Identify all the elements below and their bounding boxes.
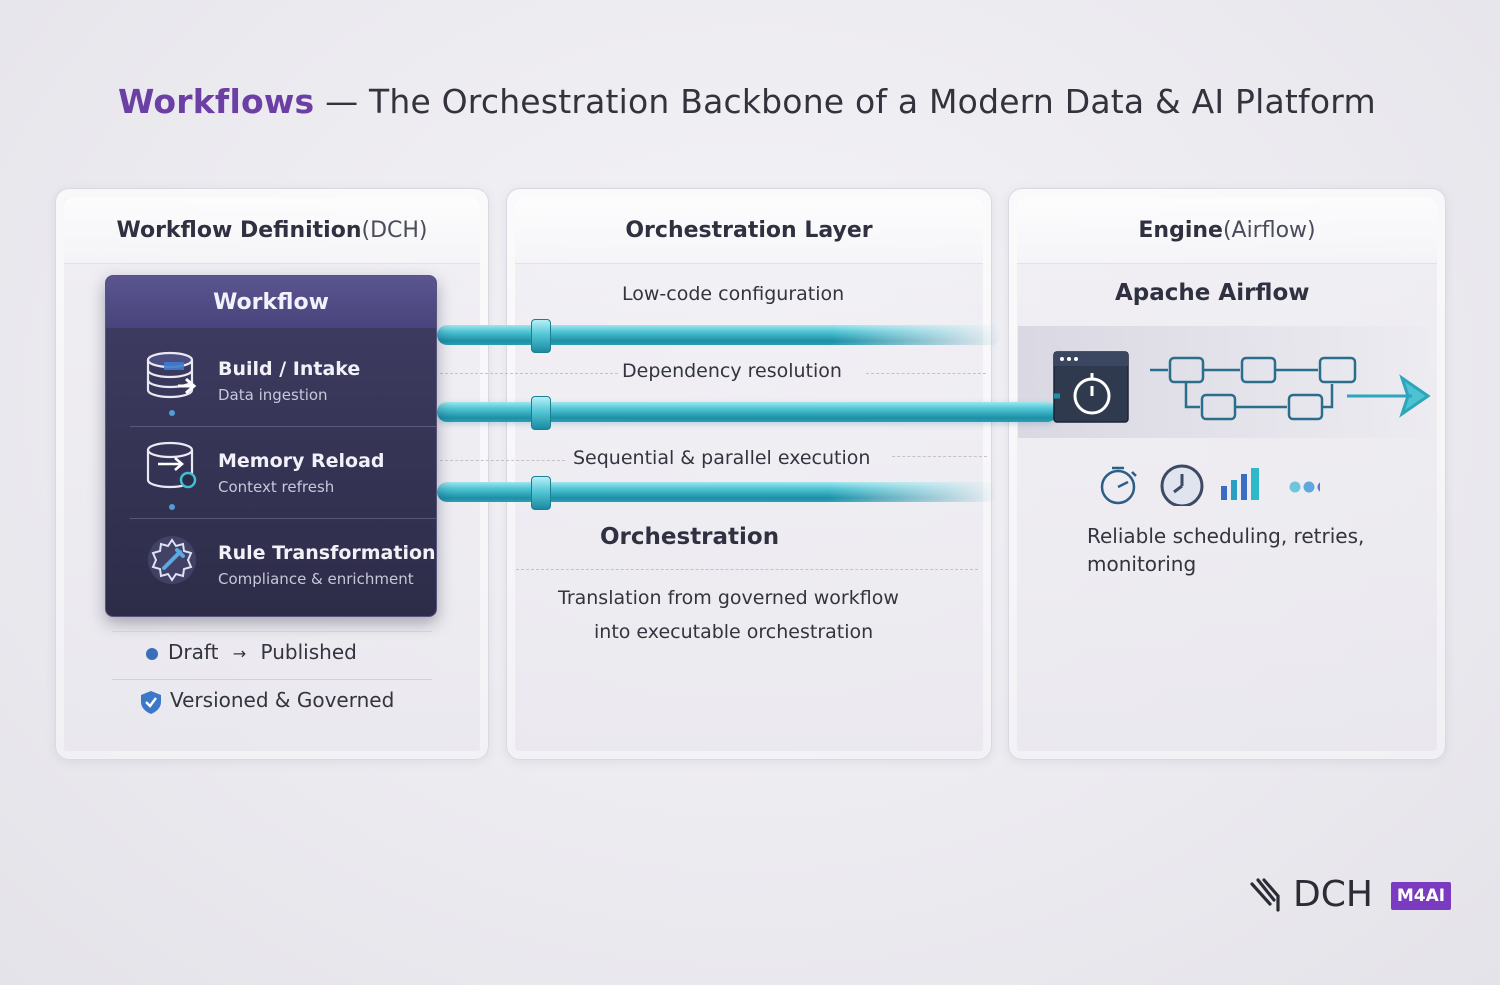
meta-divider bbox=[112, 679, 432, 680]
panel-title: Workflow Definition bbox=[116, 217, 362, 243]
layer-item-execution: Sequential & parallel execution bbox=[573, 447, 871, 469]
pipeline-coupler bbox=[531, 476, 551, 510]
title-rest: — The Orchestration Backbone of a Modern… bbox=[314, 82, 1376, 121]
arrow-right-icon bbox=[1347, 374, 1431, 418]
panel-header: Orchestration Layer bbox=[515, 197, 983, 264]
dashed-divider bbox=[440, 373, 618, 374]
step-sub: Context refresh bbox=[218, 478, 335, 496]
workflow-card: Workflow Build / Intake Data ingestion M… bbox=[105, 275, 437, 617]
pipeline-tube bbox=[437, 482, 997, 502]
database-refresh-icon bbox=[146, 441, 197, 489]
orchestration-layer-panel: Orchestration Layer bbox=[506, 188, 992, 760]
step-divider bbox=[130, 518, 436, 519]
pipeline-tube bbox=[437, 325, 1002, 345]
step-sub: Compliance & enrichment bbox=[218, 570, 414, 588]
panel-header: Engine (Airflow) bbox=[1017, 197, 1437, 264]
brand-name: DCH bbox=[1293, 874, 1373, 915]
published-label: Published bbox=[260, 640, 357, 664]
layer-item-low-code: Low-code configuration bbox=[622, 283, 845, 305]
step-divider bbox=[130, 426, 436, 427]
panel-title-suffix: (Airflow) bbox=[1222, 217, 1316, 243]
engine-desc-line2: monitoring bbox=[1087, 552, 1197, 576]
dashed-divider bbox=[516, 569, 978, 570]
step-name: Rule Transformation bbox=[218, 542, 436, 564]
dag-nodes bbox=[1150, 356, 1357, 421]
layer-item-dependency: Dependency resolution bbox=[622, 360, 842, 382]
engine-icons-row bbox=[1100, 464, 1320, 506]
arrow-right-icon: → bbox=[232, 644, 247, 663]
pipeline-coupler bbox=[531, 396, 551, 430]
workflow-card-title: Workflow bbox=[106, 276, 436, 328]
step-name: Build / Intake bbox=[218, 358, 361, 380]
orchestration-desc-line1: Translation from governed workflow bbox=[558, 587, 899, 609]
step-sub: Data ingestion bbox=[218, 386, 328, 404]
panel-title: Orchestration Layer bbox=[625, 217, 873, 243]
dag-diagram bbox=[1053, 351, 1431, 423]
dashed-divider bbox=[440, 460, 565, 461]
workflow-step-build: Build / Intake Data ingestion bbox=[106, 334, 436, 424]
database-import-icon bbox=[146, 351, 197, 399]
engine-desc-line1: Reliable scheduling, retries, bbox=[1087, 524, 1365, 548]
connector-dot bbox=[169, 504, 175, 510]
shield-check-icon bbox=[141, 690, 161, 714]
draft-label: Draft bbox=[168, 640, 219, 664]
governed-label: Versioned & Governed bbox=[170, 688, 395, 712]
workflow-step-memory: Memory Reload Context refresh bbox=[106, 426, 436, 516]
pipeline-tube bbox=[437, 402, 1057, 422]
clock-icon bbox=[1160, 464, 1204, 506]
draft-published-row: Draft → Published bbox=[146, 640, 357, 664]
governed-row: Versioned & Governed bbox=[138, 688, 394, 715]
meta-divider bbox=[112, 631, 432, 632]
more-dots-icon bbox=[1289, 481, 1320, 493]
timer-icon bbox=[1100, 466, 1137, 505]
step-name: Memory Reload bbox=[218, 450, 385, 472]
brand-logo-icon bbox=[1250, 878, 1280, 912]
scheduler-window-icon bbox=[1053, 351, 1129, 423]
rule-gear-icon bbox=[148, 536, 196, 584]
workflow-step-rule: Rule Transformation Compliance & enrichm… bbox=[106, 518, 436, 608]
brand-badge: M4AI bbox=[1391, 882, 1451, 910]
dashed-divider bbox=[892, 456, 987, 457]
title-accent: Workflows bbox=[118, 82, 315, 121]
pipeline-coupler bbox=[531, 319, 551, 353]
panel-title-suffix: (DCH) bbox=[361, 217, 428, 243]
orchestration-desc-line2: into executable orchestration bbox=[594, 621, 874, 643]
status-dot-icon bbox=[146, 647, 158, 660]
page-title: Workflows — The Orchestration Backbone o… bbox=[118, 82, 1418, 121]
connector-dot bbox=[169, 410, 175, 416]
dashed-divider bbox=[866, 373, 986, 374]
bar-chart-icon bbox=[1221, 468, 1259, 500]
panel-title: Engine bbox=[1138, 217, 1223, 243]
panel-header: Workflow Definition (DCH) bbox=[64, 197, 480, 264]
engine-name: Apache Airflow bbox=[1115, 280, 1310, 306]
orchestration-heading: Orchestration bbox=[600, 524, 780, 550]
